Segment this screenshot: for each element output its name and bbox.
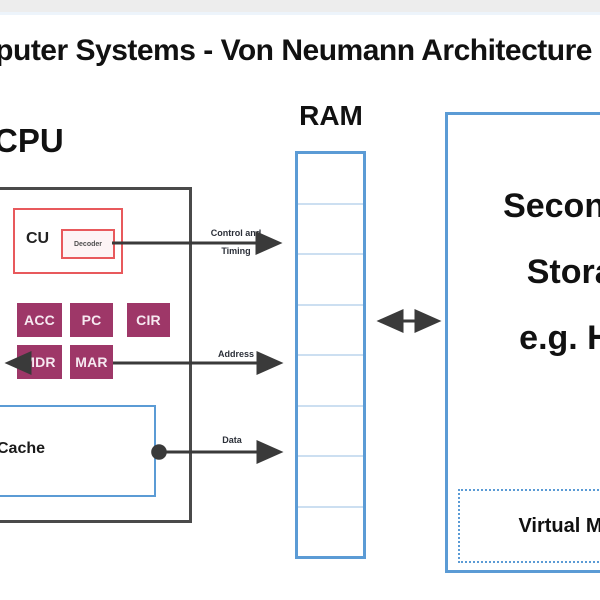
data-bus-label: Data <box>222 435 242 445</box>
register-acc: ACC <box>17 303 62 337</box>
cpu-box <box>0 187 192 523</box>
ram-cell <box>298 154 363 203</box>
ram-cell <box>298 202 363 254</box>
register-mdr: MDR <box>17 345 62 379</box>
ram-label: RAM <box>299 100 363 131</box>
virtual-memory-box: Virtual Memory <box>458 489 600 563</box>
slide-title: Computer Systems - Von Neumann Architect… <box>0 34 592 67</box>
register-cir: CIR <box>127 303 170 337</box>
storage-line-2: Storage <box>526 253 600 291</box>
ram-cell <box>298 505 363 557</box>
control-unit-box: CU Decoder <box>13 208 123 274</box>
storage-line-1: Secondary <box>503 187 600 225</box>
cpu-label: CPU <box>0 122 64 159</box>
bottom-gray-band <box>0 0 600 12</box>
secondary-storage-text: Secondary Storage e.g. HDD <box>448 173 600 371</box>
decoder-label: Decoder <box>73 240 102 248</box>
address-bus-label: Address <box>217 349 254 359</box>
ram-cell <box>298 253 363 304</box>
cache-label: Cache <box>0 440 46 457</box>
register-mar: MAR <box>70 345 113 379</box>
secondary-storage-box: Secondary Storage e.g. HDD <box>445 112 600 573</box>
decoder-box: Decoder <box>61 229 115 259</box>
register-pc: PC <box>70 303 113 337</box>
cache-box: Cache <box>0 405 156 497</box>
ram-cell <box>298 354 363 405</box>
ram-cell <box>298 404 363 456</box>
virtual-memory-label: Virtual Memory <box>518 514 600 537</box>
ram-cell <box>298 455 363 506</box>
storage-line-3: e.g. HDD <box>519 319 600 357</box>
ram-box <box>295 151 366 559</box>
control-bus-label-line1: Control and <box>210 228 262 238</box>
control-bus-label-line2: Timing <box>221 246 251 256</box>
ram-cell <box>298 303 363 355</box>
control-unit-label: CU <box>26 230 50 247</box>
